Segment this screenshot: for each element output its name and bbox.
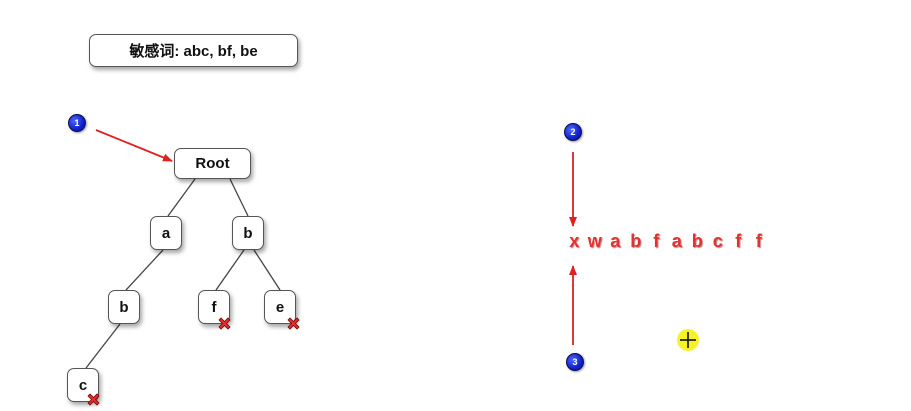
- node-label: e: [275, 298, 285, 316]
- yellow-crosshair-cursor-icon: [677, 329, 699, 351]
- sequence-char: w: [587, 231, 602, 251]
- node-label: f: [211, 298, 217, 316]
- sensitive-words-label: 敏感词: abc, bf, be: [129, 43, 258, 60]
- sequence-char: f: [755, 231, 762, 251]
- marker-number: 2: [570, 127, 576, 137]
- node-label: c: [78, 376, 88, 394]
- red-cross-icon: [287, 317, 300, 330]
- red-cross-icon: [87, 393, 100, 406]
- sequence-char: c: [712, 231, 723, 251]
- node-label: a: [161, 224, 171, 242]
- sequence-char: f: [653, 231, 660, 251]
- sequence-char: x: [569, 231, 580, 251]
- sensitive-words-box: 敏感词: abc, bf, be: [89, 34, 298, 67]
- sequence-char: a: [610, 231, 621, 251]
- edge-root-b: [229, 178, 249, 217]
- tree-node-b-left: b: [108, 290, 140, 324]
- edge-b-c: [85, 323, 121, 369]
- edge-b-e: [253, 249, 281, 291]
- red-cross-icon: [218, 317, 231, 330]
- edge-root-a: [167, 178, 196, 217]
- arrow-marker1-to-root: [95, 129, 173, 162]
- sequence-char: b: [691, 231, 703, 251]
- sequence-char: b: [630, 231, 642, 251]
- marker-3-badge: 3: [566, 353, 584, 371]
- tree-node-a: a: [150, 216, 182, 250]
- node-label: b: [243, 224, 253, 242]
- tree-node-c: c: [67, 368, 99, 402]
- edge-a-b: [125, 249, 164, 291]
- marker-2-badge: 2: [564, 123, 582, 141]
- tree-node-b-right: b: [232, 216, 264, 250]
- marker-number: 1: [74, 118, 80, 128]
- tree-root-node: Root: [174, 148, 251, 179]
- tree-node-f: f: [198, 290, 230, 324]
- sequence-char: a: [671, 231, 682, 251]
- marker-1-badge: 1: [68, 114, 86, 132]
- root-label: Root: [195, 155, 230, 172]
- sequence-char: f: [735, 231, 742, 251]
- node-label: b: [119, 298, 129, 316]
- edge-b-f: [215, 249, 245, 291]
- marker-number: 3: [572, 357, 578, 367]
